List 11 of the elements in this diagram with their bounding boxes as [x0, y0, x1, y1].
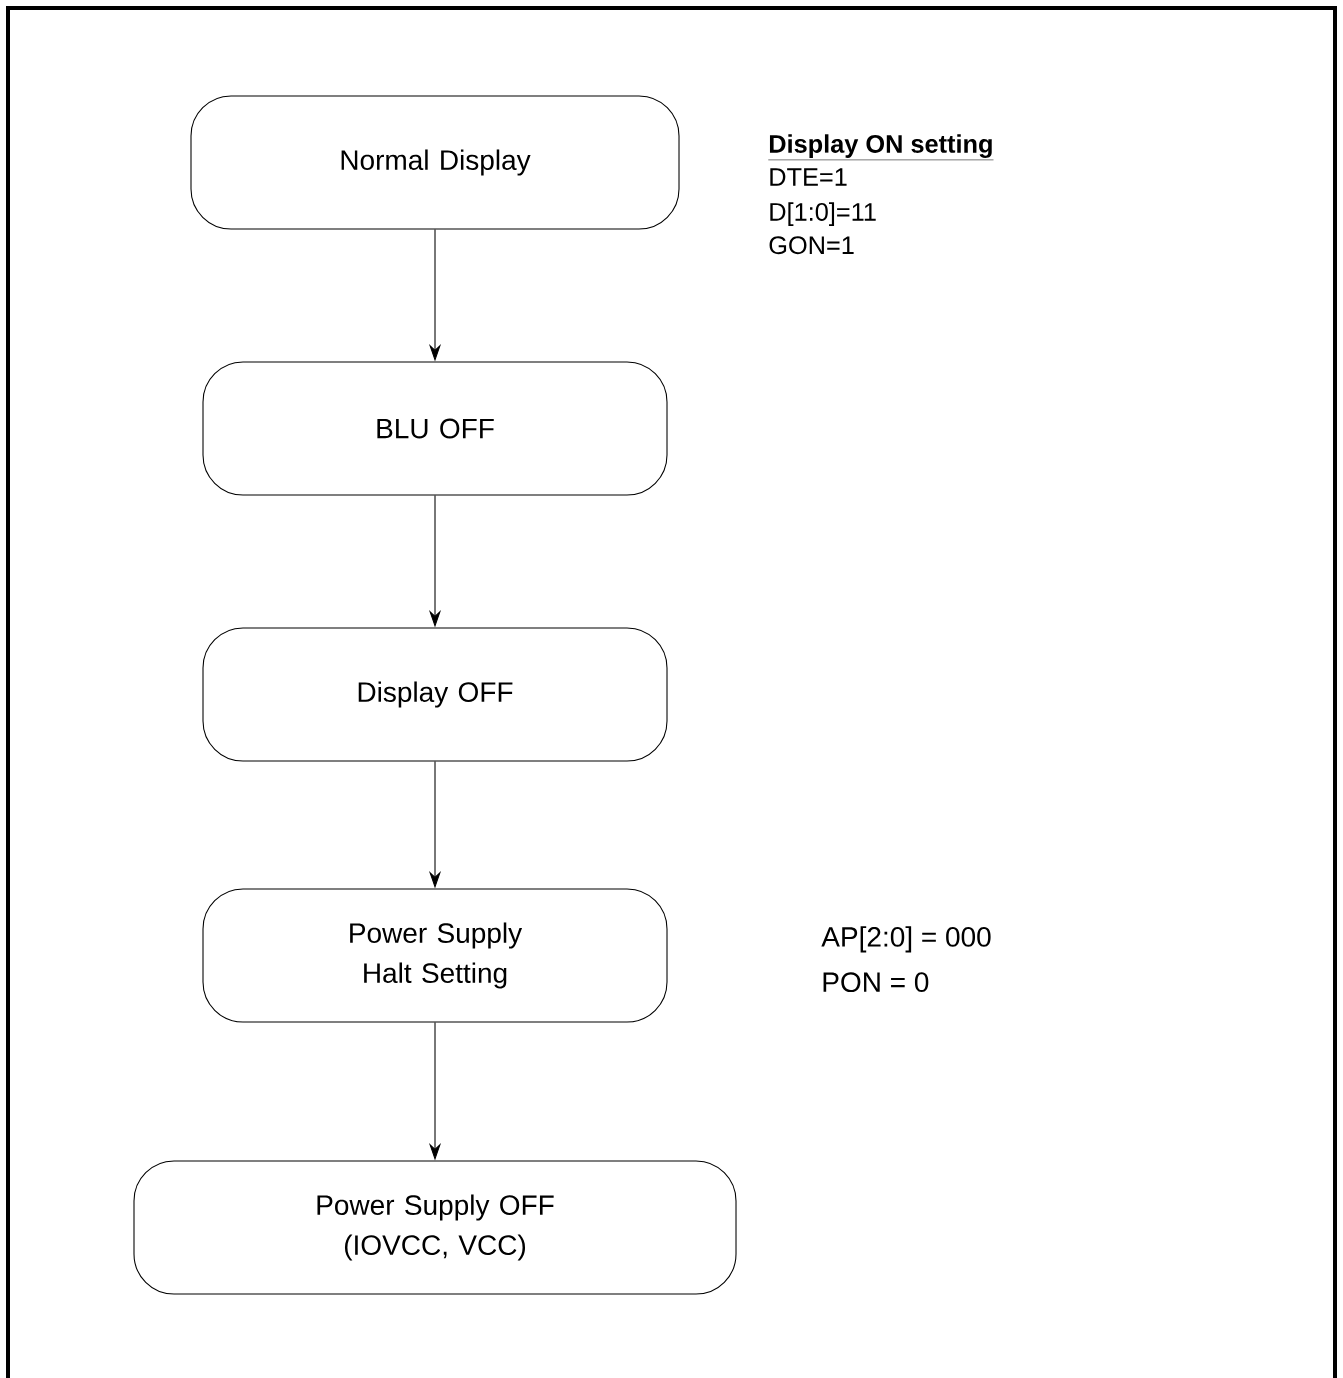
process-box: Power Supply OFF (IOVCC, VCC): [133, 1160, 737, 1295]
process-box: Power Supply Halt Setting: [202, 888, 668, 1023]
setting-text: DTE=1: [770, 168, 847, 186]
heading-text: Display ON setting: [768, 134, 994, 161]
process-box: BLU OFF: [202, 361, 668, 496]
setting-text: AP[2:0] = 000: [821, 926, 991, 953]
setting-text: D[1:0]=11: [770, 202, 876, 226]
setting-text: PON = 0: [823, 972, 929, 993]
process-box: Normal Display: [190, 95, 680, 230]
setting-text: GON=1: [769, 236, 854, 255]
process-box: Display OFF: [202, 627, 668, 762]
